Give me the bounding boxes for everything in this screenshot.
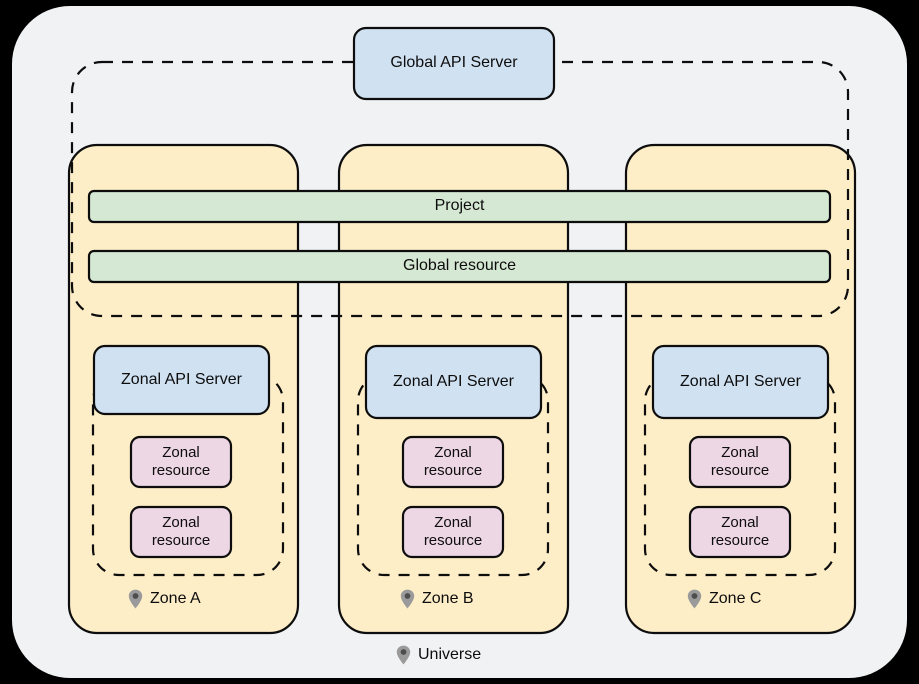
- universe-label: Universe: [418, 646, 482, 663]
- global-scope-boundary: [70, 60, 850, 318]
- global-resource-bar: [87, 249, 832, 284]
- map-pin-icon: [687, 589, 702, 609]
- zone-c-tag: Zone C: [687, 589, 761, 609]
- zone-a-api-server-box: [92, 344, 271, 416]
- zone-b-api-server-box: [364, 344, 543, 420]
- map-pin-icon: [128, 589, 143, 609]
- project-bar: [87, 189, 832, 224]
- global-api-server-box: [352, 26, 556, 101]
- zone-a-resource-box-1: [129, 435, 233, 489]
- zone-c-resource-box-1: [688, 435, 792, 489]
- zone-a-label: Zone A: [150, 590, 201, 607]
- map-pin-icon: [396, 645, 411, 665]
- zone-a-resource-box-2: [129, 505, 233, 559]
- zone-b-resource-box-2: [401, 505, 505, 559]
- zone-a-tag: Zone A: [128, 589, 201, 609]
- zone-c-api-server-box: [651, 344, 830, 420]
- zone-b-label: Zone B: [422, 590, 474, 607]
- zone-c-label: Zone C: [709, 590, 762, 607]
- zone-b-resource-box-1: [401, 435, 505, 489]
- zone-b-tag: Zone B: [400, 589, 474, 609]
- universe-tag: Universe: [396, 645, 481, 665]
- zone-c-resource-box-2: [688, 505, 792, 559]
- map-pin-icon: [400, 589, 415, 609]
